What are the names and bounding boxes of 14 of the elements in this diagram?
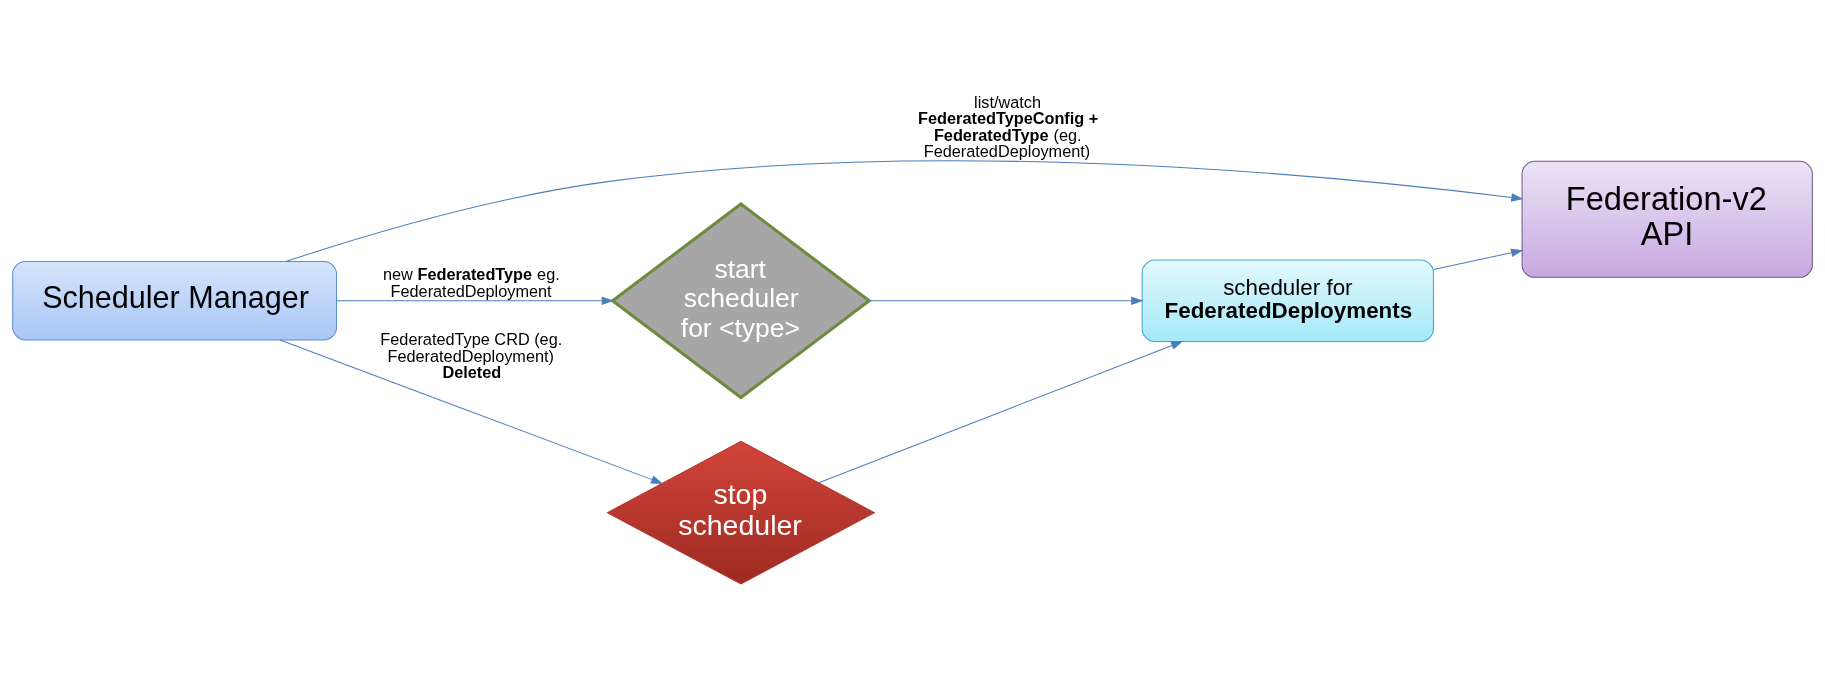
edge-label: new FederatedType eg. FederatedDeployment	[382, 264, 560, 300]
arrow	[279, 339, 664, 484]
arrow	[1433, 248, 1524, 270]
edge-label: list/watch FederatedTypeConfig + FederatedType (eg. FederatedDeployment)	[918, 92, 1099, 160]
node-box: Scheduler Manager	[12, 260, 338, 340]
arrow	[818, 340, 1184, 483]
node-box: Federation-v2 API	[1521, 160, 1813, 278]
node-diamond: start scheduler for <type>	[610, 201, 872, 399]
arrow	[868, 296, 1144, 305]
arrow	[336, 296, 614, 305]
arrow	[285, 159, 1524, 262]
node-diamond: stop scheduler	[606, 440, 876, 584]
edge-label: FederatedType CRD (eg. FederatedDeployment) Deleted	[380, 329, 563, 381]
node-box: scheduler for FederatedDeployments	[1141, 259, 1434, 342]
